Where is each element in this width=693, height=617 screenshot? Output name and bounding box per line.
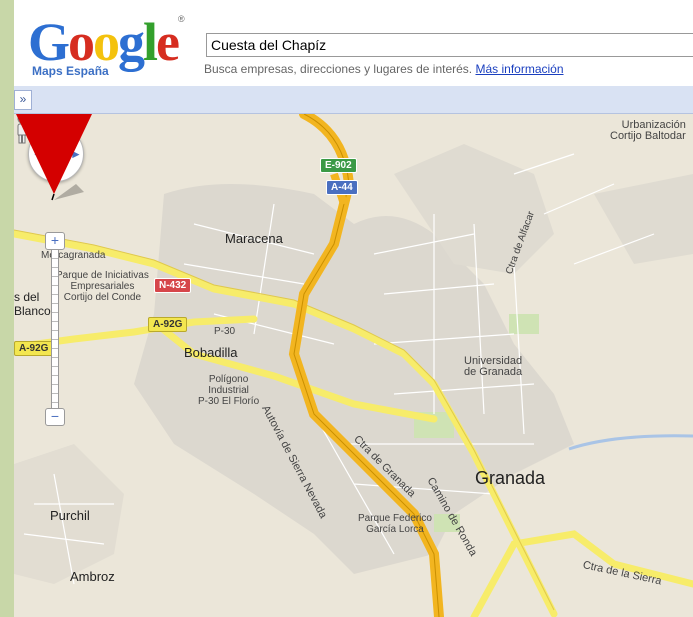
road-shield-a92g: A-92G [148, 317, 188, 332]
google-maps-logo[interactable]: Google® Maps España [28, 14, 198, 84]
place-universidad: Universidad de Granada [464, 356, 522, 378]
hint-text: Busca empresas, direcciones y lugares de… [204, 62, 473, 76]
maps-page: Google® Maps España Busca empresas, dire… [14, 0, 693, 617]
river [568, 434, 693, 451]
poligono-line1: Polígono [208, 374, 249, 385]
place-universidad-line2: de Granada [464, 366, 523, 378]
zoom-slider[interactable] [51, 250, 59, 408]
zoom-out-button[interactable]: − [45, 408, 65, 426]
more-info-link[interactable]: Más información [475, 62, 564, 76]
poligono-line3: P-30 El Florío [198, 396, 260, 407]
location-marker-icon[interactable] [14, 114, 94, 204]
place-parque-iniciativas: Parque de Iniciativas Empresariales Cort… [56, 270, 149, 303]
major-road-edges [14, 229, 555, 611]
park-area [509, 314, 539, 334]
place-granada: Granada [475, 468, 546, 488]
parque-iniciativas-line1: Parque de Iniciativas [56, 270, 149, 281]
toolbar-strip: » [14, 86, 693, 114]
place-blanco: Blanco [14, 304, 51, 318]
road-shield-a92g-left: A-92G [14, 341, 54, 356]
pan-right-icon[interactable]: ► [70, 147, 82, 161]
place-universidad-line1: Universidad [464, 355, 523, 367]
trademark: ® [178, 14, 185, 24]
place-urbanizacion: Urbanización Cortijo Baltodar [610, 120, 686, 142]
road-shield-n432: N-432 [154, 278, 192, 293]
major-roads [14, 230, 693, 617]
expand-panel-button[interactable]: » [14, 90, 32, 110]
zoom-in-button[interactable]: + [45, 232, 65, 250]
place-mercagranada: Mercagranada [41, 250, 106, 261]
parque-federico-line1: Parque Federico [358, 513, 432, 524]
search-input[interactable] [206, 33, 693, 57]
parque-federico-line2: García Lorca [366, 524, 424, 535]
place-rios-del: s del [14, 290, 40, 304]
place-ambroz: Ambroz [70, 569, 115, 584]
place-maracena: Maracena [225, 231, 283, 246]
place-parque-federico: Parque Federico García Lorca [358, 513, 432, 535]
urban-area-purchil [14, 444, 124, 584]
place-bobadilla: Bobadilla [184, 345, 238, 360]
minor-streets [23, 153, 655, 585]
parque-iniciativas-line3: Cortijo del Conde [63, 292, 142, 303]
place-urbanizacion-line2: Cortijo Baltodar [610, 130, 686, 142]
road-shield-a44: A-44 [326, 180, 358, 195]
urban-area-baltodar [594, 174, 693, 264]
urban-area-north [394, 144, 554, 274]
place-urbanizacion-line1: Urbanización [621, 119, 686, 131]
highway-a44-center [293, 114, 440, 617]
place-purchil: Purchil [50, 508, 90, 523]
map-canvas[interactable]: E-902 A-44 N-432 A-92G A-92G Autovía de … [14, 114, 693, 617]
zoom-ticks [52, 250, 58, 408]
header: Google® Maps España Busca empresas, dire… [14, 0, 693, 86]
road-shield-e902: E-902 [320, 158, 357, 173]
search-hint: Busca empresas, direcciones y lugares de… [204, 62, 564, 76]
poligono-line2: Industrial [208, 385, 249, 396]
park-area [434, 514, 460, 532]
logo-word: Google [28, 12, 180, 72]
place-p30: P-30 [214, 326, 236, 337]
parque-iniciativas-line2: Empresariales [70, 281, 135, 292]
map-drawing [14, 114, 693, 617]
logo-subtitle: Maps España [32, 64, 109, 78]
urban-area-granada [134, 184, 574, 574]
place-poligono: Polígono Industrial P-30 El Florío [198, 374, 259, 407]
